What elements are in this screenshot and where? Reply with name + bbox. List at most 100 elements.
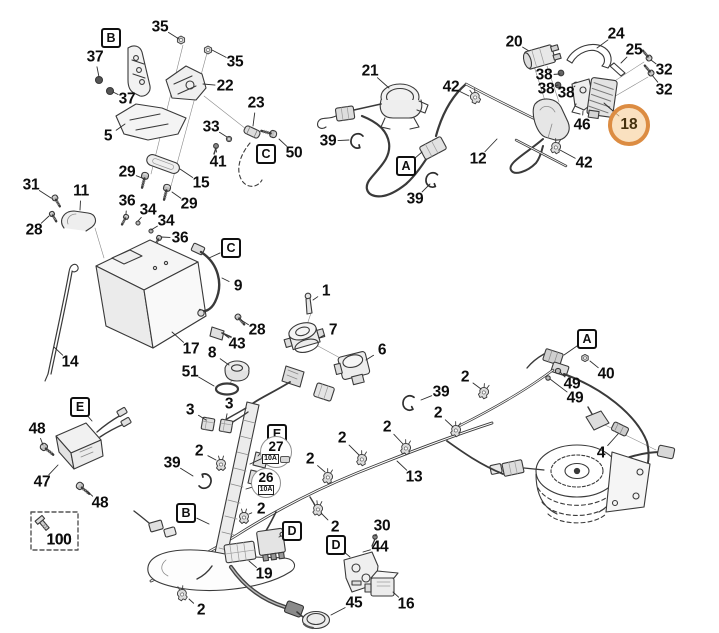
part-callout-37[interactable]: 37 (86, 48, 104, 66)
part-callout-14[interactable]: 14 (61, 353, 79, 371)
part-callout-29[interactable]: 29 (118, 163, 136, 181)
part-callout-9[interactable]: 9 (233, 277, 243, 295)
part-callout-1[interactable]: 1 (321, 282, 331, 300)
battery-tray-assembly-drawing (96, 35, 279, 202)
section-ref-C: C (221, 238, 241, 258)
part-callout-34[interactable]: 34 (139, 201, 157, 219)
part-callout-44[interactable]: 44 (371, 538, 389, 556)
part-callout-38[interactable]: 38 (557, 84, 575, 102)
fuse-number: 27 (268, 438, 284, 454)
part-callout-5[interactable]: 5 (103, 127, 113, 145)
part-callout-32[interactable]: 32 (655, 81, 673, 99)
regulator-group-drawing (522, 43, 656, 121)
part-callout-3[interactable]: 3 (185, 401, 195, 419)
selected-part-callout-18[interactable]: 18 (608, 104, 650, 146)
part-callout-29[interactable]: 29 (180, 195, 198, 213)
part-callout-38[interactable]: 38 (537, 80, 555, 98)
part-callout-45[interactable]: 45 (345, 594, 363, 612)
part-callout-39[interactable]: 39 (432, 383, 450, 401)
part-callout-39[interactable]: 39 (163, 454, 181, 472)
part-callout-2[interactable]: 2 (382, 418, 392, 436)
part-callout-49[interactable]: 49 (566, 389, 584, 407)
part-callout-2[interactable]: 2 (194, 442, 204, 460)
part-callout-100[interactable]: 100 (46, 531, 72, 549)
ignition-switch-drawing (252, 293, 372, 404)
console-harness-drawing (134, 402, 330, 629)
fuse-number: 26 (258, 469, 274, 485)
part-callout-39[interactable]: 39 (406, 190, 424, 208)
battery-drawing (96, 240, 206, 348)
part-callout-31[interactable]: 31 (22, 176, 40, 194)
part-callout-16[interactable]: 16 (397, 595, 415, 613)
part-callout-32[interactable]: 32 (655, 61, 673, 79)
part-callout-50[interactable]: 50 (285, 144, 303, 162)
part-callout-15[interactable]: 15 (192, 174, 210, 192)
part-callout-38[interactable]: 38 (535, 66, 553, 84)
part-callout-25[interactable]: 25 (625, 41, 643, 59)
service-kit-box (31, 512, 78, 550)
part-callout-21[interactable]: 21 (361, 62, 379, 80)
part-callout-51[interactable]: 51 (181, 363, 199, 381)
fuse-rating: 10A (262, 454, 290, 465)
part-callout-12[interactable]: 12 (469, 150, 487, 168)
part-callout-13[interactable]: 13 (405, 468, 423, 486)
part-callout-22[interactable]: 22 (216, 77, 234, 95)
fuse-rating-value: 10A (262, 454, 279, 465)
part-callout-3[interactable]: 3 (224, 395, 234, 413)
part-callout-35[interactable]: 35 (151, 18, 169, 36)
right-harness-drawing (459, 349, 675, 481)
part-callout-19[interactable]: 19 (255, 565, 273, 583)
part-callout-6[interactable]: 6 (377, 341, 387, 359)
part-callout-33[interactable]: 33 (202, 118, 220, 136)
part-callout-2[interactable]: 2 (305, 450, 315, 468)
part-callout-30[interactable]: 30 (373, 517, 391, 535)
part-callout-2[interactable]: 2 (337, 429, 347, 447)
part-callout-4[interactable]: 4 (596, 444, 606, 462)
part-callout-39[interactable]: 39 (319, 132, 337, 150)
part-callout-35[interactable]: 35 (226, 53, 244, 71)
flywheel-drawing (447, 441, 650, 523)
part-callout-42[interactable]: 42 (442, 78, 460, 96)
part-callout-42[interactable]: 42 (575, 154, 593, 172)
leader-lines (39, 32, 657, 615)
fuse-rating: 10A (257, 485, 275, 496)
part-callout-48[interactable]: 48 (91, 494, 109, 512)
part-callout-24[interactable]: 24 (607, 25, 625, 43)
part-callout-36[interactable]: 36 (118, 192, 136, 210)
part-callout-2[interactable]: 2 (196, 601, 206, 619)
part-callout-100[interactable]: 100 (46, 531, 72, 549)
part-callout-28[interactable]: 28 (25, 221, 43, 239)
part-callout-41[interactable]: 41 (209, 153, 227, 171)
part-callout-40[interactable]: 40 (597, 365, 615, 383)
part-callout-2[interactable]: 2 (256, 500, 266, 518)
part-callout-2[interactable]: 2 (460, 368, 470, 386)
control-module-drawing (37, 407, 131, 498)
part-callout-20[interactable]: 20 (505, 33, 523, 51)
relay-bracket-drawing (344, 535, 398, 596)
part-callout-46[interactable]: 46 (573, 116, 591, 134)
part-callout-43[interactable]: 43 (228, 335, 246, 353)
part-callout-2[interactable]: 2 (433, 404, 443, 422)
part-callout-2[interactable]: 2 (330, 518, 340, 536)
part-callout-37[interactable]: 37 (118, 90, 136, 108)
part-callout-23[interactable]: 23 (247, 94, 265, 112)
battery-cable-drawing (191, 243, 248, 340)
part-callout-28[interactable]: 28 (248, 321, 266, 339)
part-callout-48[interactable]: 48 (28, 420, 46, 438)
part-callout-7[interactable]: 7 (328, 321, 338, 339)
section-ref-A: A (577, 329, 597, 349)
part-callout-17[interactable]: 17 (182, 340, 200, 358)
part-callout-47[interactable]: 47 (33, 473, 51, 491)
section-ref-A: A (396, 156, 416, 176)
part-callout-36[interactable]: 36 (171, 229, 189, 247)
part-callout-8[interactable]: 8 (207, 344, 217, 362)
part-callout-11[interactable]: 11 (73, 182, 89, 200)
part-callout-49[interactable]: 49 (563, 375, 581, 393)
part-callout-34[interactable]: 34 (157, 212, 175, 230)
coil-and-harness-drawing (318, 84, 570, 196)
